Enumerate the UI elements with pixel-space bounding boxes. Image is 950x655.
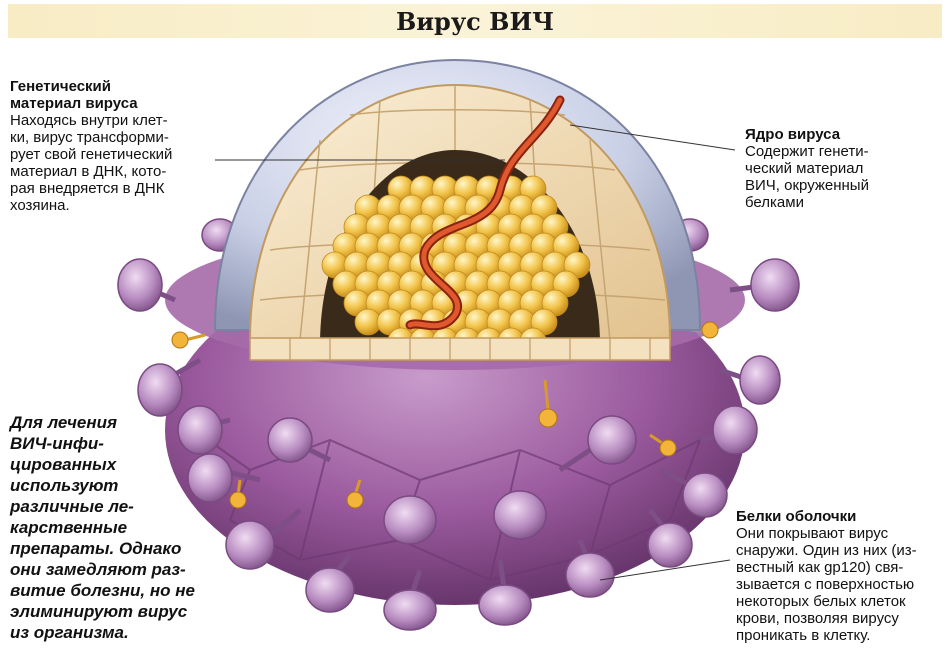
genetic-material-heading: Генетический материал вируса	[10, 78, 138, 112]
page-title: Вирус ВИЧ	[395, 6, 555, 36]
leader-lines	[215, 124, 736, 581]
label-envelope-proteins: Белки оболочки Они покрывают вирус снару…	[736, 508, 948, 644]
viral-rna	[405, 95, 565, 331]
genetic-material-text: Находясь внутри клет- ки, вирус трансфор…	[10, 112, 173, 214]
virus-core-text: Содержит генети- ческий материал ВИЧ, ок…	[745, 143, 869, 211]
viral-core	[321, 175, 591, 355]
treatment-note: Для лечения ВИЧ-инфи- цированных использ…	[10, 413, 195, 642]
title-banner: Вирус ВИЧ	[8, 4, 942, 38]
label-virus-core: Ядро вируса Содержит генети- ческий мате…	[745, 126, 940, 211]
envelope-proteins	[117, 218, 800, 631]
capsid-rim	[249, 337, 671, 361]
label-genetic-material: Генетический материал вируса Находясь вн…	[10, 78, 225, 214]
virus-core-heading: Ядро вируса	[745, 126, 841, 143]
envelope-proteins-text: Они покрывают вирус снаружи. Один из них…	[736, 525, 917, 644]
envelope-proteins-heading: Белки оболочки	[736, 508, 857, 525]
